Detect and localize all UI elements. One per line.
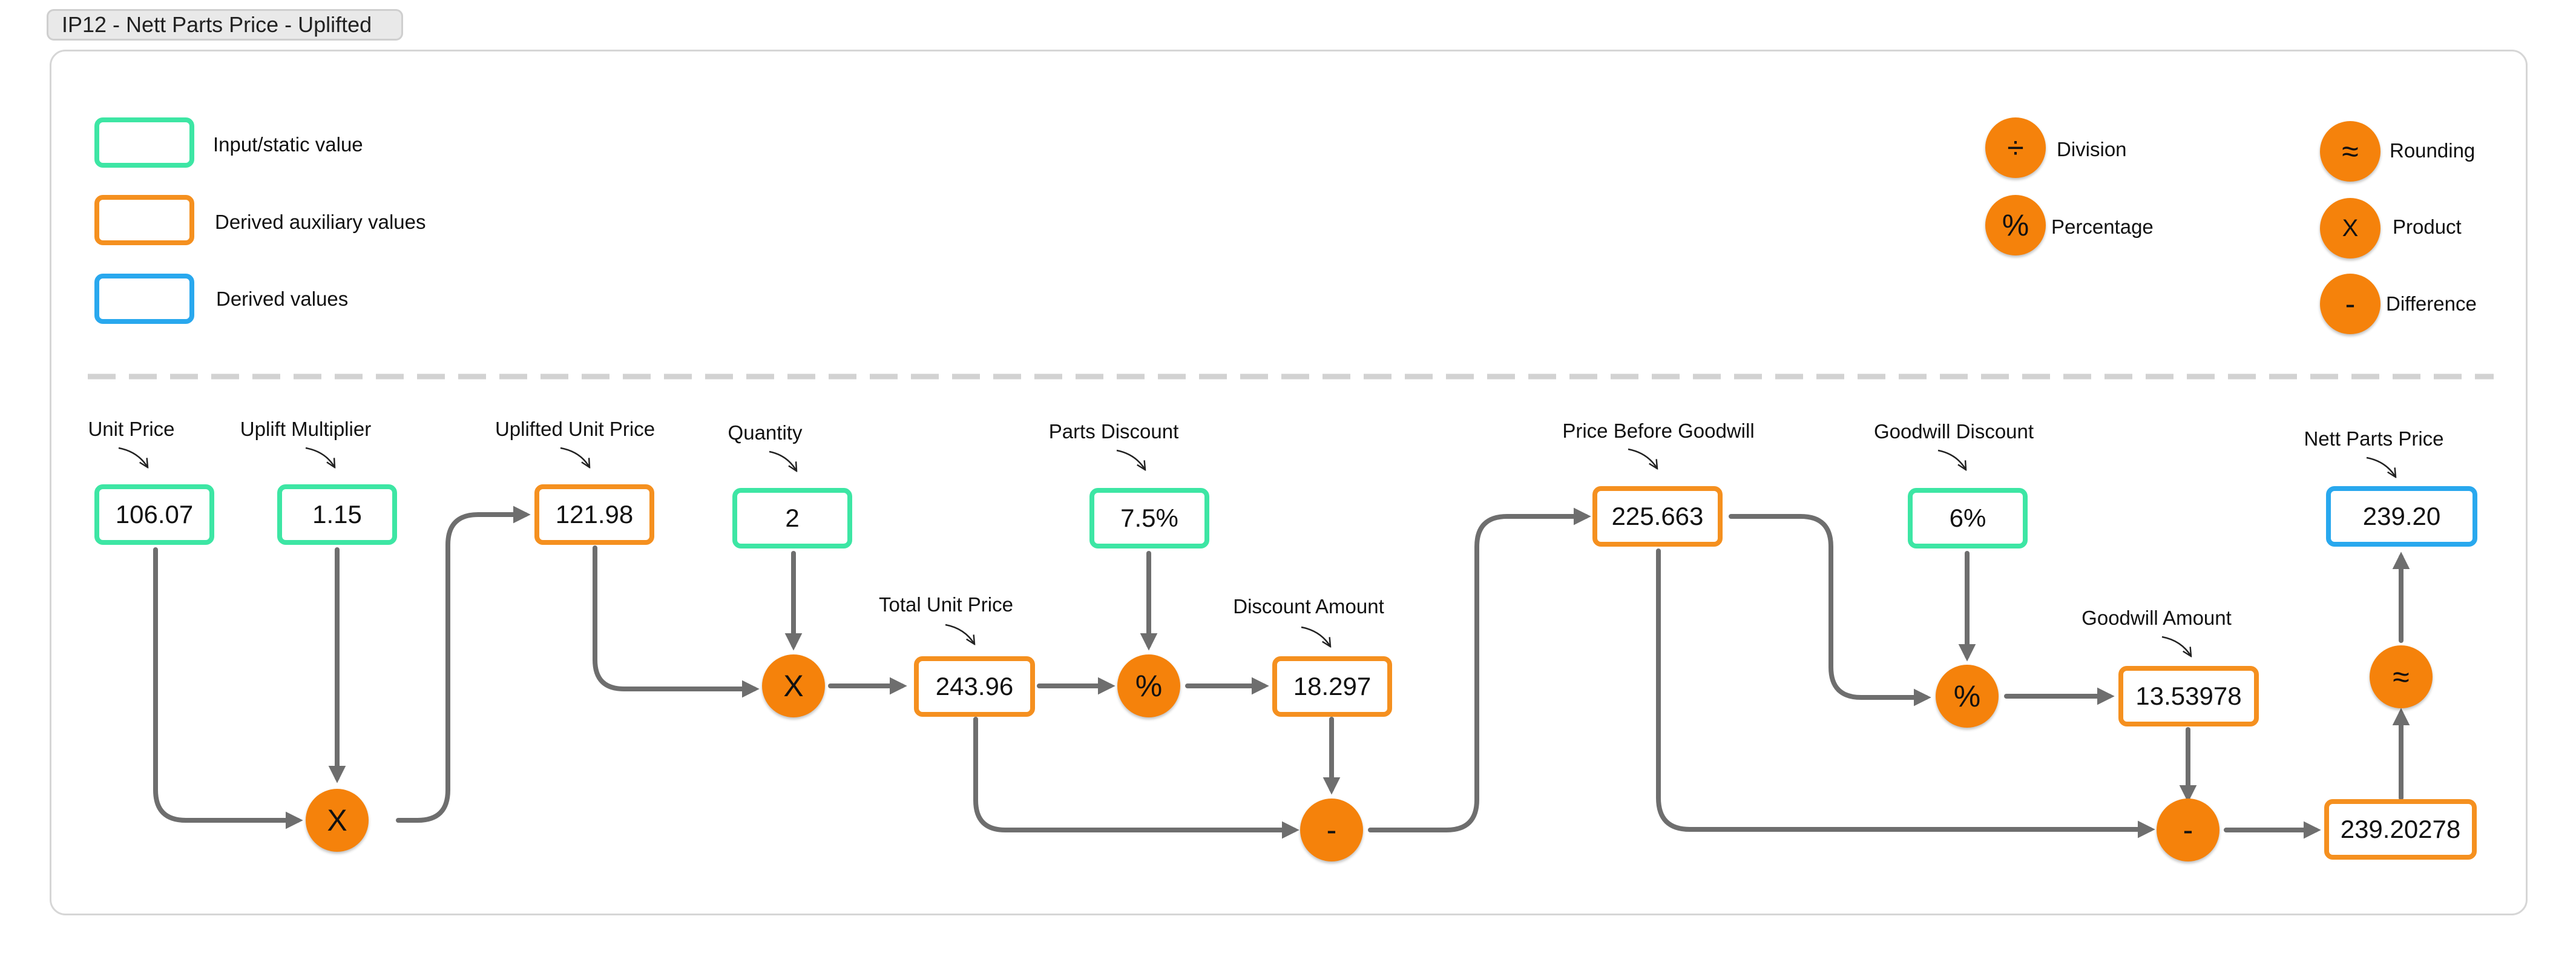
label-total-unit-price: Total Unit Price (879, 593, 1013, 616)
label-quantity: Quantity (728, 421, 803, 444)
pointer-total-unit-price (945, 624, 974, 644)
diagram-frame (50, 50, 2528, 915)
product-operator-1: X (306, 789, 369, 852)
label-discount-amount: Discount Amount (1233, 595, 1384, 618)
legend-rounding-icon: ≈ (2320, 121, 2380, 182)
pointer-nett-parts-price (2366, 456, 2396, 477)
node-nett-parts-price: 239.20 (2326, 486, 2477, 547)
wire-uplifted-to-product2 (593, 545, 760, 698)
legend-percentage-label: Percentage (2051, 216, 2154, 238)
diagram-title-tab[interactable]: IP12 - Nett Parts Price - Uplifted (47, 9, 403, 41)
legend-difference-icon: - (2320, 274, 2380, 334)
pointer-uplift-multiplier (305, 447, 335, 467)
label-nett-parts-price: Nett Parts Price (2304, 427, 2444, 450)
legend-derived-label: Derived values (216, 288, 349, 310)
legend-rounding-label: Rounding (2390, 139, 2476, 162)
label-price-before-goodwill: Price Before Goodwill (1562, 420, 1755, 442)
wire-product-to-uplifted (396, 506, 531, 823)
rounding-operator: ≈ (2370, 645, 2433, 708)
label-uplifted-unit-price: Uplifted Unit Price (494, 418, 656, 440)
legend-product-icon: X (2320, 198, 2380, 259)
label-parts-discount: Parts Discount (1048, 420, 1179, 443)
percentage-operator-2: % (1936, 665, 1999, 728)
difference-operator-1: - (1300, 799, 1363, 861)
percentage-operator-1: % (1117, 654, 1180, 717)
node-unit-price: 106.07 (94, 484, 214, 545)
pointer-goodwill-discount (1937, 449, 1966, 470)
pointer-unit-price (118, 447, 148, 467)
legend-input-label: Input/static value (213, 133, 363, 156)
legend-aux-label: Derived auxiliary values (215, 211, 426, 233)
node-goodwill-amount: 13.53978 (2118, 666, 2259, 726)
label-goodwill-discount: Goodwill Discount (1873, 420, 2034, 443)
legend-percentage-icon: % (1985, 195, 2046, 255)
pointer-quantity (769, 450, 797, 471)
label-unit-price: Unit Price (88, 418, 175, 440)
node-total-unit-price: 243.96 (914, 656, 1035, 717)
wire-total-to-difference (973, 717, 1300, 839)
difference-operator-2: - (2157, 799, 2220, 861)
label-goodwill-amount: Goodwill Amount (2082, 607, 2232, 629)
legend-division-label: Division (2057, 138, 2127, 160)
legend-input-swatch (94, 117, 194, 168)
node-unrounded-price: 239.20278 (2324, 799, 2477, 860)
wire-pbg-to-percentage2 (1729, 514, 1931, 706)
wire-pbg-to-difference2 (1656, 548, 2155, 838)
product-operator-2: X (762, 654, 825, 717)
pointer-price-before-goodwill (1628, 448, 1657, 469)
legend-aux-swatch (94, 195, 194, 245)
label-uplift-multiplier: Uplift Multiplier (240, 418, 372, 440)
pointer-uplifted-unit-price (560, 447, 590, 467)
node-discount-amount: 18.297 (1272, 656, 1392, 717)
node-uplift-multiplier: 1.15 (277, 484, 397, 545)
node-goodwill-discount: 6% (1908, 488, 2028, 548)
legend-product-label: Product (2393, 216, 2462, 238)
pointer-discount-amount (1301, 626, 1330, 647)
node-quantity: 2 (732, 488, 852, 548)
node-uplifted-unit-price: 121.98 (534, 484, 654, 545)
legend-division-icon: ÷ (1985, 117, 2046, 178)
wire-difference-to-price-before-goodwill (1368, 507, 1591, 832)
legend-difference-label: Difference (2386, 292, 2477, 315)
pointer-parts-discount (1116, 449, 1145, 470)
node-parts-discount: 7.5% (1089, 488, 1209, 548)
wire-unit-price-to-product (153, 547, 303, 829)
legend-derived-swatch (94, 274, 194, 324)
pointer-goodwill-amount (2161, 636, 2191, 656)
node-price-before-goodwill: 225.663 (1592, 486, 1723, 547)
